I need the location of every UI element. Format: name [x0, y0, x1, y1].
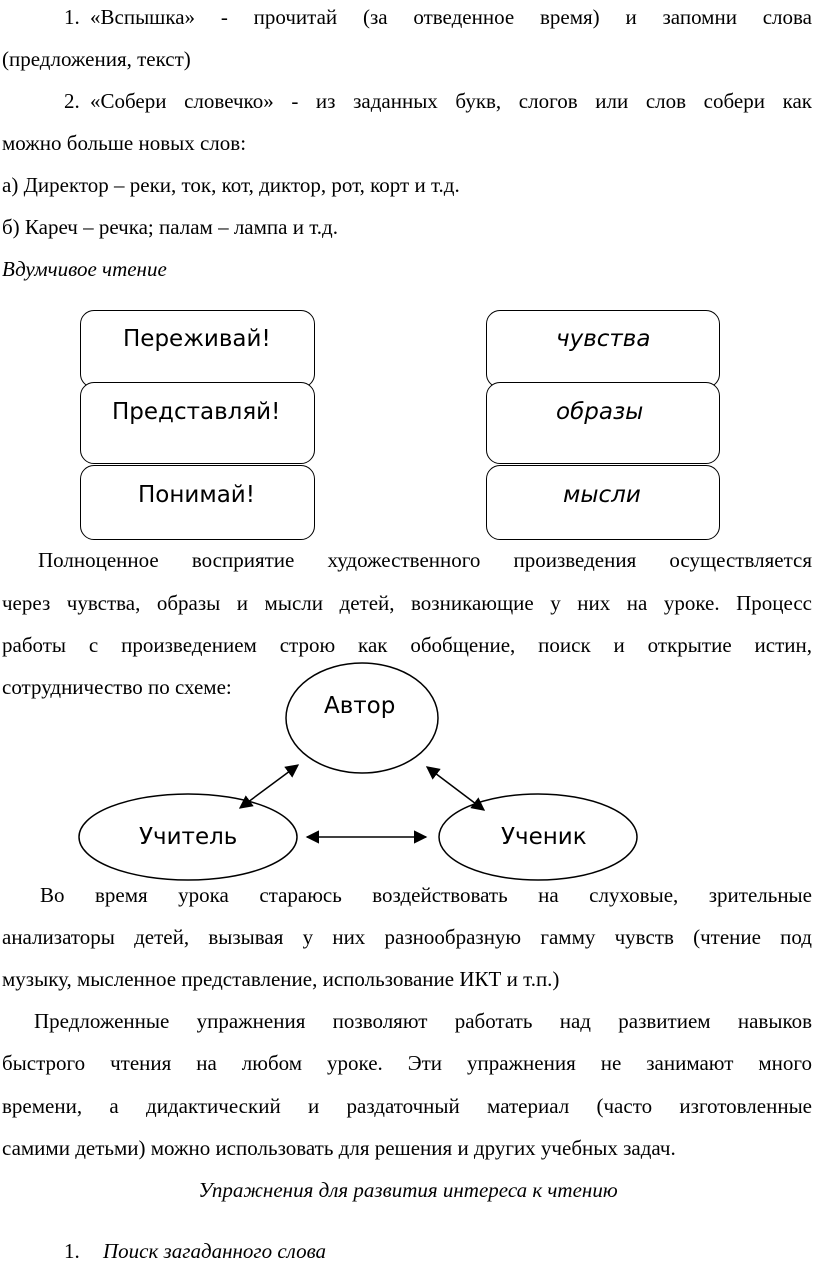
teacher-ellipse	[78, 793, 298, 881]
box-feel	[80, 310, 315, 388]
paragraph-line: быстрого чтения на любом уроке. Эти упра…	[2, 1051, 812, 1075]
list-item-text-continuation: (предложения, текст)	[2, 47, 191, 71]
student-ellipse	[438, 793, 638, 881]
list-item-number: 2.	[64, 89, 80, 113]
section-title: Вдумчивое чтение	[2, 257, 167, 281]
box-label-images: образы	[556, 399, 644, 425]
paragraph-line: через чувства, образы и мысли детей, воз…	[2, 591, 812, 615]
paragraph-line: времени, а дидактический и раздаточный м…	[2, 1094, 812, 1118]
subsection-title: Упражнения для развития интереса к чтени…	[198, 1178, 618, 1202]
box-understand	[80, 465, 315, 540]
box-imagine	[80, 382, 315, 464]
box-thoughts	[486, 465, 720, 540]
paragraph-line: сотрудничество по схеме:	[2, 675, 232, 699]
list-item-number: 1.	[64, 1239, 80, 1263]
list-item-text: «Вспышка» - прочитай (за отведенное врем…	[90, 5, 812, 29]
example-line: а) Директор – реки, ток, кот, диктор, ро…	[2, 173, 460, 197]
paragraph-line: Полноценное восприятие художественного п…	[38, 548, 812, 572]
example-line: б) Кареч – речка; палам – лампа и т.д.	[2, 215, 338, 239]
author-label: Автор	[324, 693, 396, 719]
box-label-feel: Переживай!	[123, 326, 271, 352]
list-item-text-continuation: можно больше новых слов:	[2, 131, 247, 155]
list-item-number: 1.	[64, 5, 80, 29]
box-label-imagine: Представляй!	[112, 399, 281, 425]
paragraph-line: работы с произведением строю как обобщен…	[2, 633, 812, 657]
teacher-label: Учитель	[139, 824, 238, 850]
box-images	[486, 382, 720, 464]
arrow-author-student	[425, 766, 486, 811]
box-feelings	[486, 310, 720, 388]
author-ellipse	[285, 662, 439, 774]
box-label-thoughts: мысли	[563, 482, 641, 508]
box-label-feelings: чувства	[556, 326, 651, 352]
paragraph-line: Во время урока стараюсь воздействовать н…	[40, 883, 812, 907]
box-label-understand: Понимай!	[138, 482, 255, 508]
paragraph-line: самими детьми) можно использовать для ре…	[2, 1136, 676, 1160]
paragraph-line: анализаторы детей, вызывая у них разнооб…	[2, 925, 812, 949]
paragraph-line: Предложенные упражнения позволяют работа…	[34, 1009, 812, 1033]
arrow-author-teacher	[238, 764, 300, 809]
paragraph-line: музыку, мысленное представление, использ…	[2, 967, 560, 991]
list-item-text: «Собери словечко» - из заданных букв, сл…	[90, 89, 812, 113]
list-item-text: Поиск загаданного слова	[103, 1239, 327, 1263]
student-label: Ученик	[501, 824, 587, 850]
